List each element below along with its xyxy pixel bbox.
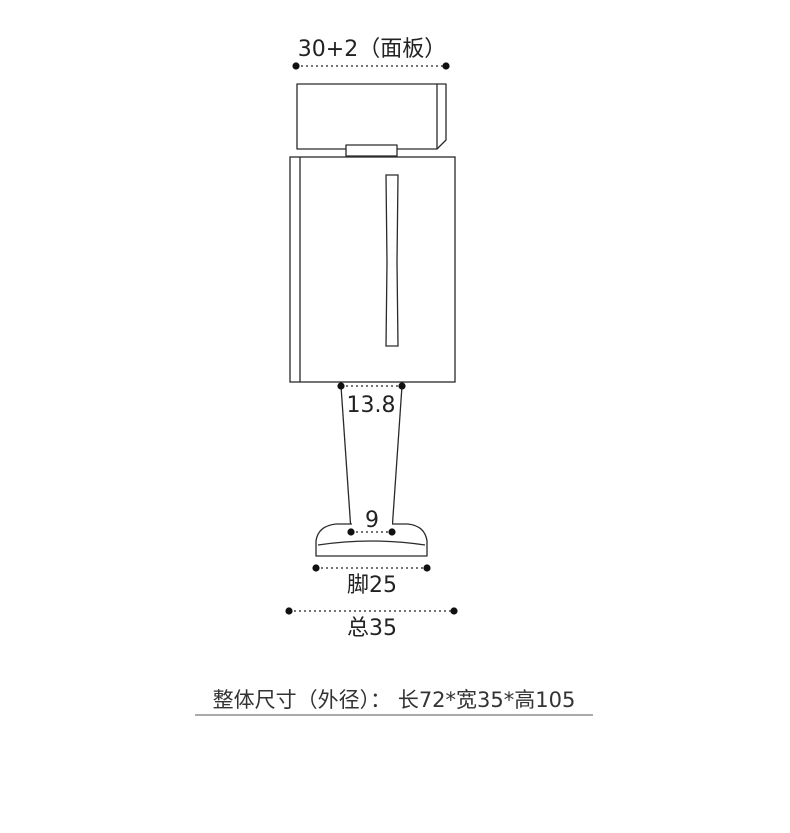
dimension-endpoint xyxy=(292,62,300,70)
leg-left-edge xyxy=(340,385,352,532)
top-panel-dimension: 30+2（面板） xyxy=(292,37,450,70)
cabinet-handle xyxy=(385,174,399,347)
label-backing xyxy=(344,392,396,416)
leg-top-dimension: 13.8 xyxy=(337,382,406,418)
dimension-endpoint xyxy=(337,382,345,390)
overall-size-text: 整体尺寸（外径）： 长72*宽35*高105 xyxy=(213,688,576,712)
pedestal-leg xyxy=(340,385,403,532)
foot-width-label: 脚25 xyxy=(347,573,397,598)
dimension-endpoint xyxy=(347,528,355,536)
foot-base xyxy=(315,523,428,557)
dimension-endpoint xyxy=(450,607,458,615)
top-panel-width-label: 30+2（面板） xyxy=(298,37,446,62)
dimension-endpoint xyxy=(442,62,450,70)
total-dimension: 总35 xyxy=(285,607,458,641)
leg-bottom-width-label: 9 xyxy=(365,508,379,533)
leg-bottom-dimension: 9 xyxy=(347,506,396,536)
foot-base-outline xyxy=(315,523,428,557)
foot-base-bevel xyxy=(317,540,426,546)
seat-panel-outline xyxy=(296,83,447,150)
leg-right-edge xyxy=(391,385,403,532)
seat-top-panel xyxy=(296,83,447,157)
dimension-endpoint xyxy=(285,607,293,615)
leg-top-width-label: 13.8 xyxy=(347,393,396,418)
label-backing xyxy=(352,506,392,531)
cabinet-outline xyxy=(289,156,456,383)
seat-panel-connector xyxy=(345,144,398,157)
dimension-endpoint xyxy=(388,528,396,536)
overall-size-summary: 整体尺寸（外径）： 长72*宽35*高105 xyxy=(195,688,593,716)
foot-dimension: 脚25 xyxy=(312,564,431,598)
total-width-label: 总35 xyxy=(347,616,397,641)
dimension-endpoint xyxy=(423,564,431,572)
dimension-endpoint xyxy=(312,564,320,572)
dimension-endpoint xyxy=(398,382,406,390)
cabinet-body xyxy=(289,156,456,383)
